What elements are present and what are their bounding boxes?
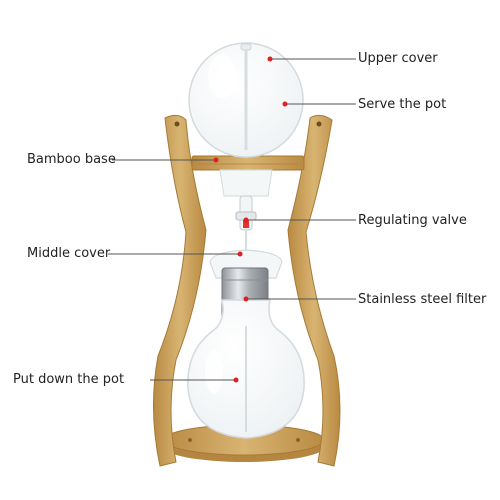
- dot-put-down-pot: [233, 377, 239, 383]
- leader-lines: [108, 58, 356, 381]
- label-upper-cover: Upper cover: [358, 51, 438, 66]
- bamboo-shelf: [191, 155, 305, 171]
- bamboo-bottom-plate: [162, 424, 326, 462]
- dot-bamboo-base: [213, 157, 219, 163]
- dot-upper-cover: [267, 56, 273, 62]
- label-serve-the-pot: Serve the pot: [358, 97, 447, 112]
- lower-glass-pot: [187, 299, 305, 439]
- pointer-dots: [213, 56, 288, 383]
- label-regulating-valve: Regulating valve: [358, 213, 467, 228]
- dot-middle-cover: [237, 251, 243, 257]
- label-bamboo-base: Bamboo base: [27, 152, 116, 167]
- dot-stainless-filter: [243, 296, 249, 302]
- label-put-down-the-pot: Put down the pot: [13, 372, 125, 387]
- glass-neck: [219, 169, 273, 197]
- upper-glass-vessel: [188, 42, 304, 158]
- label-stainless-steel-filter: Stainless steel filter: [358, 292, 487, 307]
- left-bamboo-stand: [152, 114, 207, 467]
- label-middle-cover: Middle cover: [27, 246, 111, 261]
- dot-serve-pot: [282, 101, 288, 107]
- dot-regulating-valve: [243, 217, 249, 223]
- right-bamboo-stand: [287, 114, 341, 467]
